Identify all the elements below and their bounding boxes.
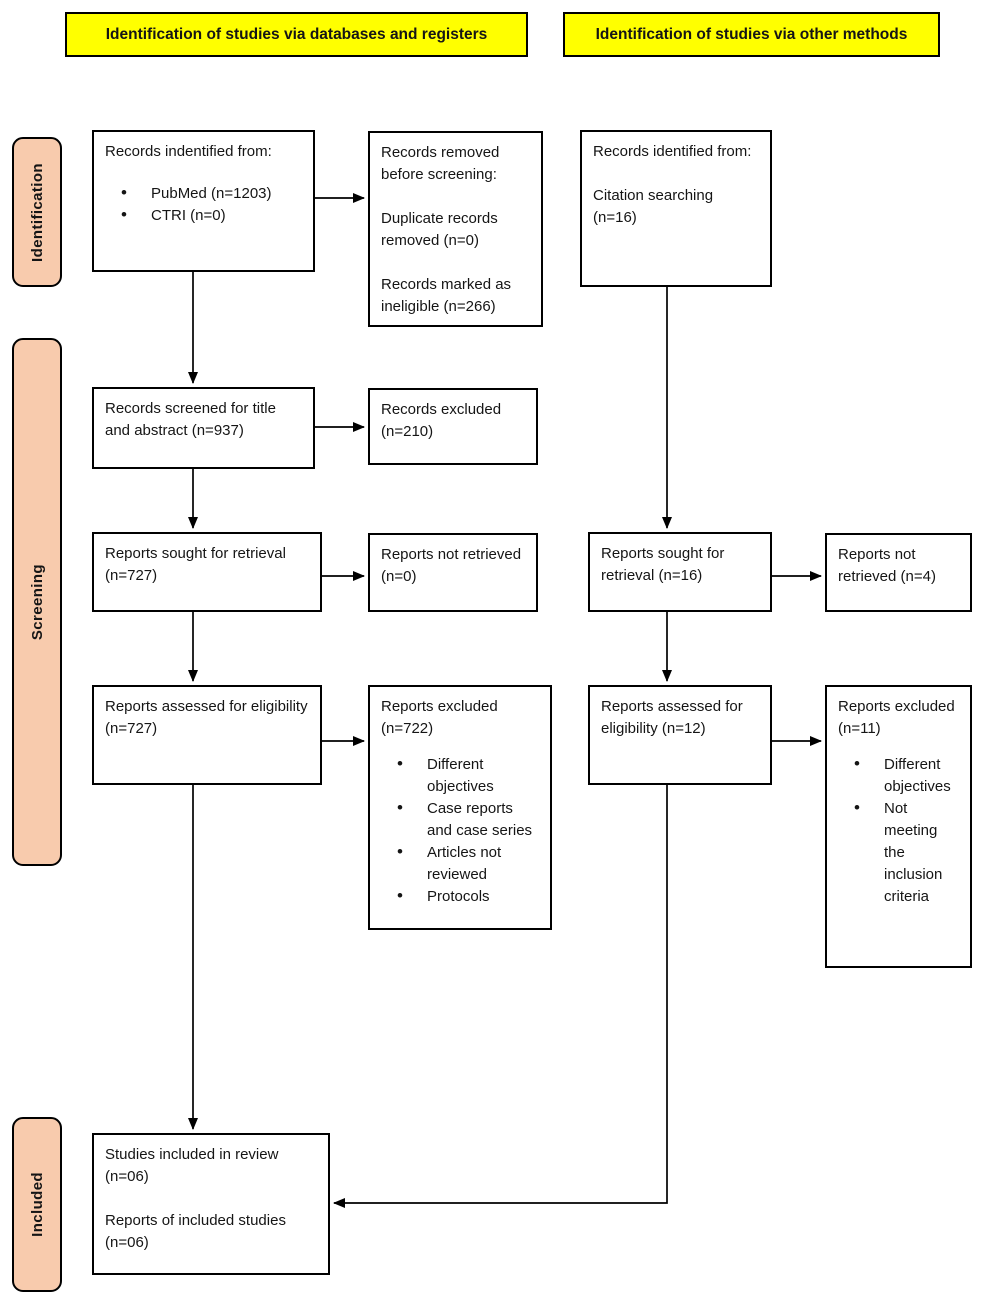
reports-excluded-other-reasons: Different objectives Not meeting the inc…	[838, 753, 959, 908]
records-identified-other-title: Records identified from:	[593, 143, 752, 160]
exclusion-reason: Case reports and case series	[397, 797, 539, 842]
exclusion-reason: Articles not reviewed	[397, 841, 539, 886]
records-identified-sources-list: PubMed (n=1203) CTRI (n=0)	[105, 182, 302, 227]
exclusion-reason: Different objectives	[397, 753, 539, 798]
box-records-identified-databases-title: Records indentified from:	[105, 143, 272, 160]
box-reports-assessed-other: Reports assessed for eligibility (n=12)	[588, 685, 772, 785]
stage-identification-text: Identification	[28, 162, 46, 262]
box-records-removed-before-screening: Records removed before screening: Duplic…	[368, 131, 543, 327]
box-records-identified-other-methods: Records identified from: Citation search…	[580, 130, 772, 287]
exclusion-reason: Not meeting the inclusion criteria	[854, 797, 959, 908]
box-reports-assessed-databases: Reports assessed for eligibility (n=727)	[92, 685, 322, 785]
box-studies-included: Studies included in review (n=06) Report…	[92, 1133, 330, 1275]
header-other-methods: Identification of studies via other meth…	[563, 12, 940, 57]
box-records-excluded: Records excluded (n=210)	[368, 388, 538, 465]
box-reports-sought-other: Reports sought for retrieval (n=16)	[588, 532, 772, 612]
stage-screening-text: Screening	[28, 563, 46, 641]
stage-included-text: Included	[28, 1172, 46, 1237]
records-removed-duplicates: Duplicate records removed (n=0)	[381, 210, 498, 249]
stage-label-identification: Identification	[12, 137, 62, 287]
box-reports-not-retrieved-other: Reports not retrieved (n=4)	[825, 533, 972, 612]
reports-not-retrieved-other-text: Reports not retrieved (n=4)	[838, 546, 936, 585]
records-screened-text: Records screened for title and abstract …	[105, 400, 276, 439]
header-other-methods-label: Identification of studies via other meth…	[595, 25, 908, 43]
stage-label-included: Included	[12, 1117, 62, 1292]
source-pubmed: PubMed (n=1203)	[121, 182, 302, 205]
source-ctri: CTRI (n=0)	[121, 204, 302, 227]
reports-excluded-other-title: Reports excluded (n=11)	[838, 698, 955, 737]
exclusion-reason: Protocols	[397, 885, 539, 908]
box-reports-not-retrieved-databases: Reports not retrieved (n=0)	[368, 533, 538, 612]
records-removed-title: Records removed before screening:	[381, 144, 500, 183]
studies-included-text: Studies included in review (n=06)	[105, 1146, 279, 1185]
exclusion-reason: Different objectives	[854, 753, 959, 798]
records-identified-citation-searching: Citation searching (n=16)	[593, 187, 714, 226]
header-databases-registers-label: Identification of studies via databases …	[105, 25, 488, 43]
records-removed-ineligible: Records marked as ineligible (n=266)	[381, 276, 512, 315]
reports-excluded-databases-title: Reports excluded (n=722)	[381, 698, 498, 737]
reports-sought-databases-text: Reports sought for retrieval (n=727)	[105, 545, 286, 584]
records-excluded-text: Records excluded (n=210)	[381, 401, 502, 440]
reports-included-text: Reports of included studies (n=06)	[105, 1212, 286, 1251]
box-reports-excluded-databases: Reports excluded (n=722) Different objec…	[368, 685, 552, 930]
box-reports-sought-databases: Reports sought for retrieval (n=727)	[92, 532, 322, 612]
reports-assessed-other-text: Reports assessed for eligibility (n=12)	[601, 698, 743, 737]
box-records-screened: Records screened for title and abstract …	[92, 387, 315, 469]
reports-excluded-databases-reasons: Different objectives Case reports and ca…	[381, 753, 539, 908]
reports-not-retrieved-databases-text: Reports not retrieved (n=0)	[381, 546, 522, 585]
box-records-identified-databases: Records indentified from: PubMed (n=1203…	[92, 130, 315, 272]
header-databases-registers: Identification of studies via databases …	[65, 12, 528, 57]
reports-assessed-databases-text: Reports assessed for eligibility (n=727)	[105, 698, 308, 737]
reports-sought-other-text: Reports sought for retrieval (n=16)	[601, 545, 725, 584]
box-reports-excluded-other: Reports excluded (n=11) Different object…	[825, 685, 972, 968]
stage-label-screening: Screening	[12, 338, 62, 866]
